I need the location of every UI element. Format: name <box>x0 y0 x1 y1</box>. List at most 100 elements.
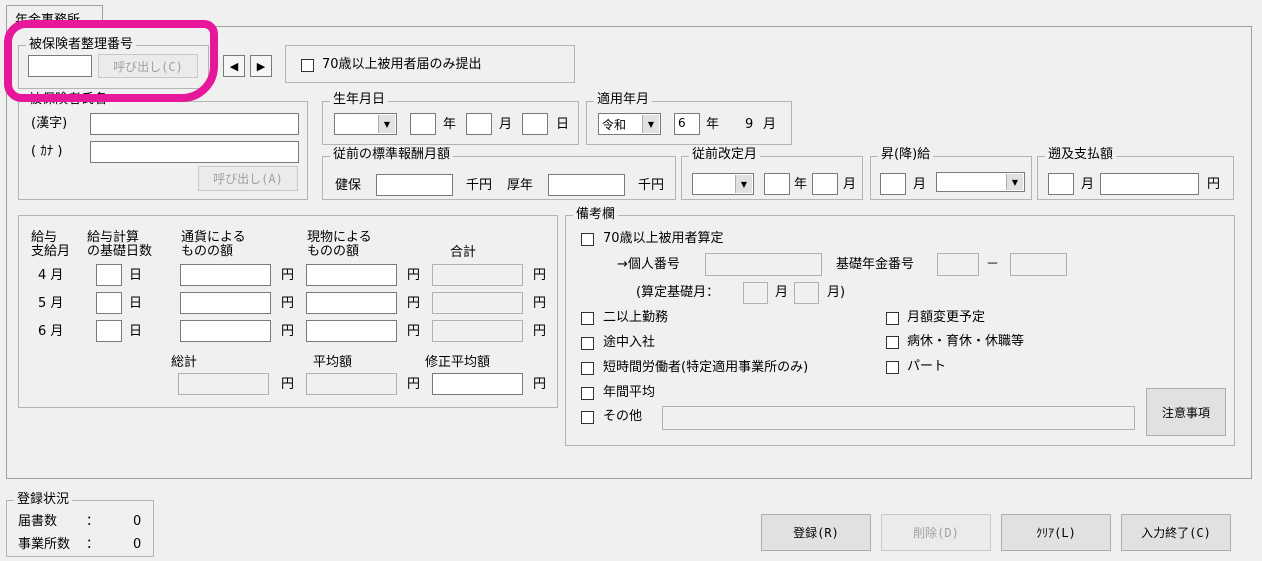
birth-day-input[interactable] <box>522 113 548 135</box>
prev-revision-year-input[interactable] <box>764 173 790 195</box>
applied-label: 適用年月 <box>594 93 653 107</box>
prev-revision-era-select[interactable]: ▼ <box>692 173 754 195</box>
header-goods-1: 現物による <box>307 230 372 245</box>
corrected-average-label: 修正平均額 <box>425 355 491 370</box>
applied-year-input[interactable]: 6 <box>674 113 700 135</box>
short-time-checkbox[interactable] <box>581 362 594 375</box>
row2-day-unit: 日 <box>129 296 143 311</box>
register-button[interactable]: 登録(R) <box>761 514 871 551</box>
offices-count-label: 事業所数 <box>18 537 71 552</box>
pension-unit: 千円 <box>638 178 665 193</box>
row2-days-input[interactable] <box>96 292 122 314</box>
basic-pension-field-2 <box>1010 253 1067 276</box>
row2-goods-yen: 円 <box>407 296 421 311</box>
mid-entry-label: 途中入社 <box>603 335 656 350</box>
multi-office-checkbox[interactable] <box>581 312 594 325</box>
header-goods-2: ものの額 <box>307 244 360 259</box>
applied-month-unit: 月 <box>763 117 777 132</box>
leave-checkbox[interactable] <box>886 336 899 349</box>
annual-avg-label: 年間平均 <box>603 385 656 400</box>
status-group <box>6 500 154 557</box>
row2-goods-input[interactable] <box>306 292 397 314</box>
salary-table-group <box>18 215 558 408</box>
other-checkbox[interactable] <box>581 411 594 424</box>
row2-total-yen: 円 <box>533 296 547 311</box>
basic-pension-field-1 <box>937 253 979 276</box>
row-month-4: 4 月 <box>38 268 64 283</box>
row3-goods-yen: 円 <box>407 324 421 339</box>
pension-salary-input[interactable] <box>548 174 625 196</box>
forms-count-value: 0 <box>133 514 142 529</box>
raise-label: 昇(降)給 <box>878 148 934 162</box>
next-arrow-icon: ▶ <box>256 59 266 73</box>
calc-month-field-2 <box>794 282 819 304</box>
calc-month-close: 月) <box>827 285 846 300</box>
raise-group <box>870 156 1032 200</box>
row1-goods-input[interactable] <box>306 264 397 286</box>
calc-month-open: (算定基礎月： <box>636 285 720 300</box>
raise-type-select[interactable]: ▼ <box>936 172 1025 192</box>
chevron-down-icon: ▼ <box>378 115 395 133</box>
row-month-6: 6 月 <box>38 324 64 339</box>
grand-total-label: 総計 <box>171 355 198 370</box>
notes-button[interactable]: 注意事項 <box>1146 388 1226 436</box>
kanji-name-input[interactable] <box>90 113 299 135</box>
header-days-2: の基礎日数 <box>87 244 153 259</box>
name-call-button[interactable]: 呼び出し(A) <box>198 166 298 191</box>
retro-month-input[interactable] <box>1048 173 1074 195</box>
kana-label: ( ｶﾅ ) <box>31 144 63 159</box>
birth-day-unit: 日 <box>556 117 570 132</box>
prev-salary-group <box>322 156 676 200</box>
retro-amount-input[interactable] <box>1100 173 1199 195</box>
corrected-average-input[interactable] <box>432 373 523 395</box>
insured-number-input[interactable] <box>28 55 92 77</box>
prev-record-button[interactable]: ◀ <box>223 55 245 77</box>
over70-checkbox[interactable] <box>581 233 594 246</box>
offices-count-value: 0 <box>133 537 142 552</box>
finish-button[interactable]: 入力終了(C) <box>1121 514 1231 551</box>
row1-day-unit: 日 <box>129 268 143 283</box>
row2-total-field <box>432 292 523 314</box>
health-salary-input[interactable] <box>376 174 453 196</box>
row2-currency-input[interactable] <box>180 292 271 314</box>
tab-pension-office[interactable]: 年金事務所 <box>6 5 103 28</box>
over70-label: 70歳以上被用者算定 <box>603 231 724 246</box>
corrected-average-yen: 円 <box>533 377 547 392</box>
applied-era-select[interactable]: 令和▼ <box>598 113 661 135</box>
row3-currency-yen: 円 <box>281 324 295 339</box>
birth-month-input[interactable] <box>466 113 492 135</box>
prev-revision-month-input[interactable] <box>812 173 838 195</box>
annual-avg-checkbox[interactable] <box>581 387 594 400</box>
row1-total-field <box>432 264 523 286</box>
prev-revision-group <box>681 156 863 200</box>
next-record-button[interactable]: ▶ <box>250 55 272 77</box>
header-total: 合計 <box>450 245 477 260</box>
prev-revision-label: 従前改定月 <box>689 148 761 162</box>
only70-group <box>285 45 575 83</box>
header-currency-2: ものの額 <box>181 244 234 259</box>
birth-era-select[interactable]: ▼ <box>334 113 397 135</box>
row3-days-input[interactable] <box>96 320 122 342</box>
raise-month-input[interactable] <box>880 173 906 195</box>
row1-currency-input[interactable] <box>180 264 271 286</box>
only70-checkbox[interactable] <box>301 59 314 72</box>
row3-currency-input[interactable] <box>180 320 271 342</box>
personal-number-field <box>705 253 822 276</box>
monthly-change-label: 月額変更予定 <box>907 310 986 325</box>
row3-total-field <box>432 320 523 342</box>
prev-salary-label: 従前の標準報酬月額 <box>330 148 454 162</box>
leave-label: 病休・育休・休職等 <box>907 334 1025 349</box>
mid-entry-checkbox[interactable] <box>581 337 594 350</box>
insured-call-button[interactable]: 呼び出し(C) <box>98 54 198 78</box>
grand-total-yen: 円 <box>281 377 295 392</box>
birth-year-input[interactable] <box>410 113 436 135</box>
clear-button[interactable]: ｸﾘｱ(L) <box>1001 514 1111 551</box>
retro-yen-unit: 円 <box>1207 177 1221 192</box>
monthly-change-checkbox[interactable] <box>886 312 899 325</box>
kana-name-input[interactable] <box>90 141 299 163</box>
average-label: 平均額 <box>313 355 353 370</box>
row3-goods-input[interactable] <box>306 320 397 342</box>
row1-days-input[interactable] <box>96 264 122 286</box>
part-checkbox[interactable] <box>886 361 899 374</box>
delete-button[interactable]: 削除(D) <box>881 514 991 551</box>
